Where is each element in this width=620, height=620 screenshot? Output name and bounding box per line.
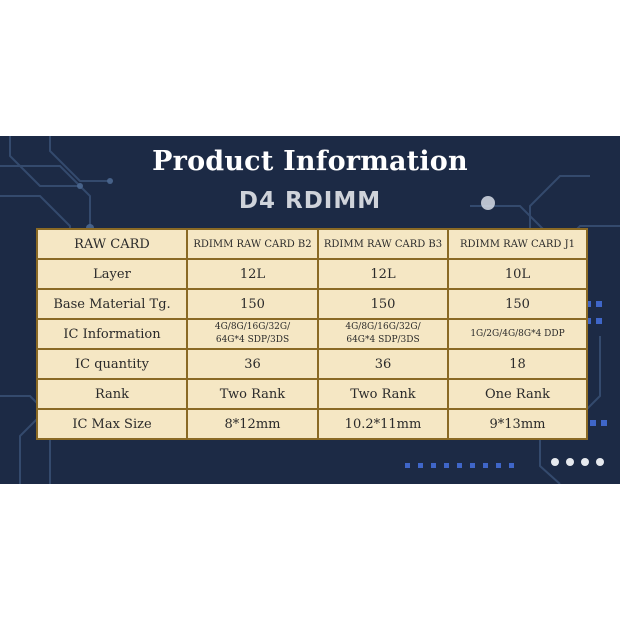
- row-label: Rank: [36, 378, 188, 410]
- header-cell: RDIMM RAW CARD B3: [317, 228, 449, 260]
- table-row: IC Max Size 8*12mm 10.2*11mm 9*13mm: [36, 408, 588, 440]
- product-subtitle: D4 RDIMM: [238, 188, 382, 214]
- row-label: Layer: [36, 258, 188, 290]
- header-cell: RDIMM RAW CARD B2: [186, 228, 319, 260]
- cell-line: 1G/2G/4G/8G*4 DDP: [470, 328, 565, 339]
- table-cell: 36: [186, 348, 319, 380]
- row-label: IC quantity: [36, 348, 188, 380]
- table-cell: 12L: [186, 258, 319, 290]
- table-cell: 150: [447, 288, 588, 320]
- table-cell: 12L: [317, 258, 449, 290]
- table-row: IC Information 4G/8G/16G/32G/ 64G*4 SDP/…: [36, 318, 588, 350]
- table-cell: 1G/2G/4G/8G*4 DDP: [447, 318, 588, 350]
- table-cell: 8*12mm: [186, 408, 319, 440]
- table-row: Layer 12L 12L 10L: [36, 258, 588, 290]
- table-cell: 18: [447, 348, 588, 380]
- spec-table: RAW CARD RDIMM RAW CARD B2 RDIMM RAW CAR…: [36, 228, 588, 440]
- header-label-cell: RAW CARD: [36, 228, 188, 260]
- header-cell: RDIMM RAW CARD J1: [447, 228, 588, 260]
- row-label: IC Max Size: [36, 408, 188, 440]
- table-cell: 150: [317, 288, 449, 320]
- table-cell: 10.2*11mm: [317, 408, 449, 440]
- table-row: Rank Two Rank Two Rank One Rank: [36, 378, 588, 410]
- table-header-row: RAW CARD RDIMM RAW CARD B2 RDIMM RAW CAR…: [36, 228, 588, 260]
- table-cell: 36: [317, 348, 449, 380]
- table-row: Base Material Tg. 150 150 150: [36, 288, 588, 320]
- table-cell: 10L: [447, 258, 588, 290]
- cell-line: 4G/8G/16G/32G/: [345, 322, 421, 332]
- table-cell: Two Rank: [317, 378, 449, 410]
- table-row: IC quantity 36 36 18: [36, 348, 588, 380]
- table-cell: Two Rank: [186, 378, 319, 410]
- page-title: Product Information: [152, 146, 468, 177]
- table-cell: 4G/8G/16G/32G/ 64G*4 SDP/3DS: [317, 318, 449, 350]
- table-cell: 9*13mm: [447, 408, 588, 440]
- product-banner: Product Information D4 RDIMM RAW CARD RD…: [0, 136, 620, 484]
- cell-line: 64G*4 SDP/3DS: [346, 335, 420, 345]
- table-cell: 4G/8G/16G/32G/ 64G*4 SDP/3DS: [186, 318, 319, 350]
- table-cell: 150: [186, 288, 319, 320]
- row-label: Base Material Tg.: [36, 288, 188, 320]
- row-label: IC Information: [36, 318, 188, 350]
- cell-line: 4G/8G/16G/32G/: [214, 322, 291, 332]
- cell-line: 64G*4 SDP/3DS: [215, 335, 290, 345]
- table-cell: One Rank: [447, 378, 588, 410]
